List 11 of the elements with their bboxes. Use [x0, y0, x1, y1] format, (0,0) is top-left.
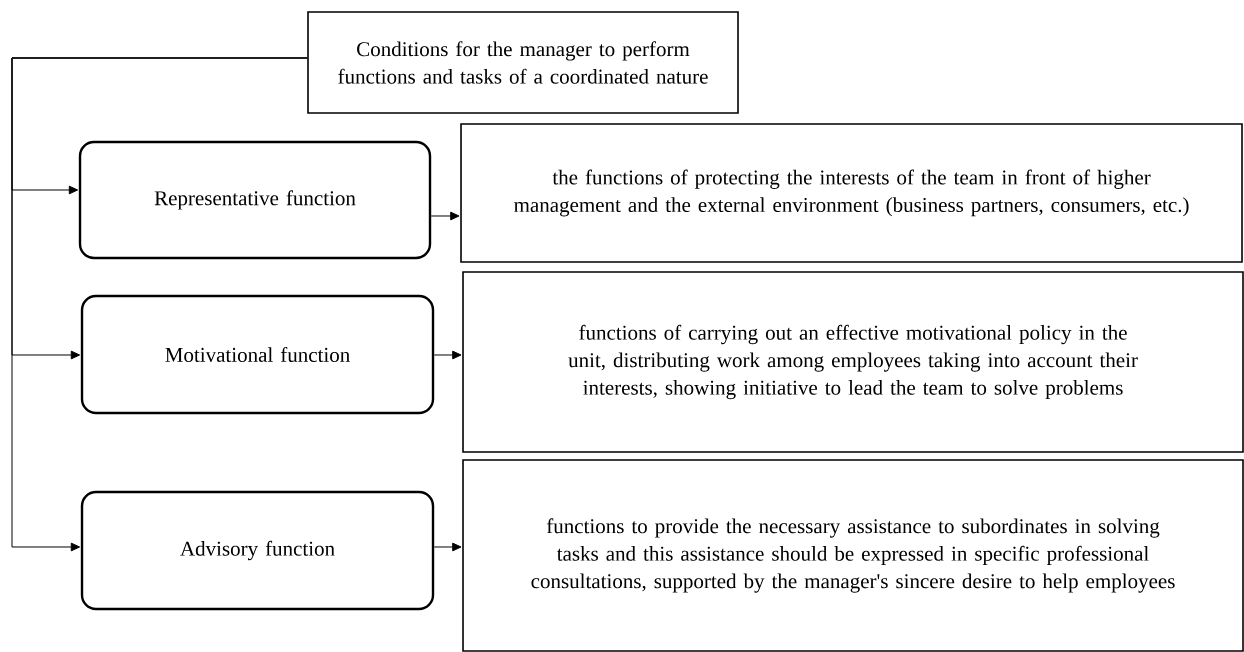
arrow: [11, 57, 308, 552]
arrow: [430, 211, 460, 221]
function-box: Motivational function: [80, 294, 435, 415]
text-box: Conditions for the manager to perform functions and tasks of a coordinated nature: [307, 11, 739, 114]
arrow: [433, 542, 462, 552]
text-box: functions to provide the necessary assistance to subordinates in solving tasks and this assistance should be expressed in specific professional consultations, supported by the manager's sincere desire to help employees: [462, 459, 1244, 652]
arrow: [433, 350, 462, 360]
function-box: Advisory function: [80, 490, 435, 611]
function-box: Representative function: [78, 140, 432, 260]
text-box: the functions of protecting the interests of the team in front of higher management and the external environment (business partners, consumers, etc.): [460, 123, 1243, 263]
text-box: functions of carrying out an effective motivational policy in the unit, distributing work among employees taking into account their interests, showing initiative to lead the team to solve problems: [462, 271, 1244, 453]
